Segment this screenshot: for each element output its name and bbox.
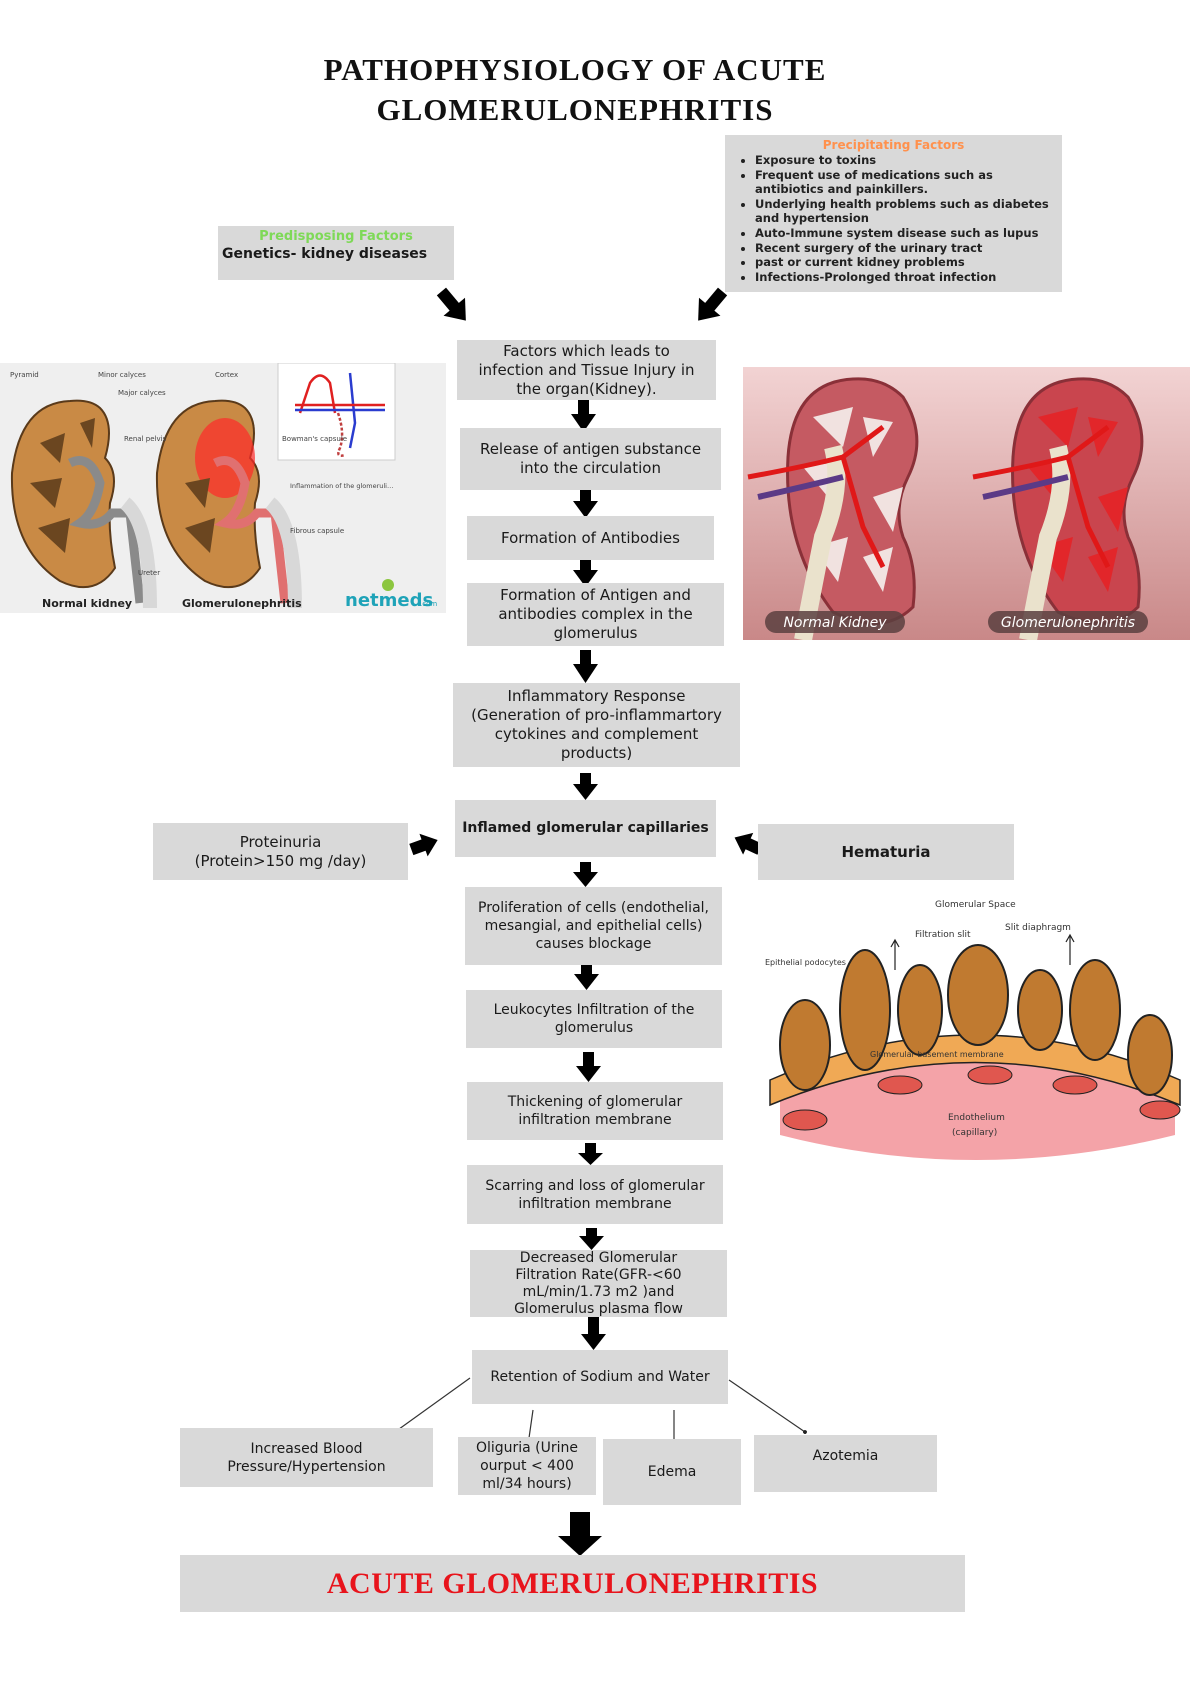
- netmeds-icon: [382, 579, 394, 591]
- caption-pill-glomerulonephritis: [988, 611, 1148, 633]
- arrow-down-7: [574, 960, 599, 990]
- flow-step-10: Scarring and loss of glomerular infiltra…: [467, 1165, 723, 1224]
- glomerular-filtration-diagram: Glomerular Space Filtration slit Slit di…: [765, 900, 1181, 1160]
- label-endothelium: Endothelium: [948, 1113, 1005, 1123]
- arrow-predisposing-to-factors: [436, 287, 466, 321]
- label-slit-diaphragm: Slit diaphragm: [1005, 923, 1071, 933]
- outcome-blood-pressure: Increased Blood Pressure/Hypertension: [180, 1428, 433, 1487]
- flow-step-2: Release of antigen substance into the ci…: [460, 428, 721, 490]
- flow-step-1: Factors which leads to infection and Tis…: [457, 340, 716, 400]
- caption-normal-kidney-3d: Normal Kidney: [783, 615, 887, 631]
- arrow-precipitating-to-factors: [698, 287, 728, 321]
- connector-to-bp: [386, 1377, 471, 1439]
- page-title-line-1: PATHOPHYSIOLOGY OF ACUTE: [323, 52, 827, 87]
- flow-step-8: Leukocytes Infiltration of the glomerulu…: [466, 990, 722, 1048]
- kidney-3d-comparison-illustration: Normal Kidney Glomerulonephritis: [743, 367, 1190, 640]
- proteinuria-box: Proteinuria (Protein>150 mg /day): [153, 823, 408, 880]
- proteinuria-label: Proteinuria: [239, 832, 322, 851]
- page-title-line-2: GLOMERULONEPHRITIS: [376, 92, 774, 127]
- label-minor-calyces: Minor calyces: [98, 371, 146, 379]
- arrow-down-1: [571, 400, 596, 432]
- arrow-down-6: [573, 862, 598, 887]
- arrow-down-8: [576, 1052, 601, 1082]
- podocytes: [779, 944, 1173, 1096]
- predisposing-factors-box: Predisposing Factors Genetics- kidney di…: [218, 226, 454, 280]
- netmeds-logo: netmeds: [345, 590, 433, 611]
- normal-kidney-drawing: [10, 399, 157, 609]
- outcome-oliguria: Oliguria (Urine ourput < 400 ml/34 hours…: [458, 1437, 596, 1495]
- label-basement-membrane: Glomerular basement membrane: [870, 1050, 1004, 1059]
- flow-step-5: Inflammatory Response (Generation of pro…: [453, 683, 740, 767]
- proteinuria-detail: (Protein>150 mg /day): [194, 851, 367, 870]
- caption-normal-kidney: Normal kidney: [42, 597, 132, 610]
- final-outcome-box: ACUTE GLOMERULONEPHRITIS: [180, 1555, 965, 1612]
- normal-kidney-3d: [747, 377, 919, 640]
- precipitating-item: Underlying health problems such as diabe…: [755, 197, 1058, 226]
- label-pyramid: Pyramid: [10, 371, 39, 379]
- caption-glomerulonephritis-3d: Glomerulonephritis: [1001, 615, 1135, 631]
- arrow-to-proteinuria: [409, 833, 438, 857]
- label-renal-pelvis: Renal pelvis: [124, 435, 167, 443]
- label-capillary: (capillary): [952, 1128, 997, 1138]
- outcome-edema: Edema: [603, 1439, 741, 1505]
- endothelial-cells: [782, 1065, 1181, 1131]
- label-bowmans-capsule: Bowman's capsule: [282, 435, 347, 443]
- label-filtration-slit: Filtration slit: [915, 930, 971, 940]
- glomerulonephritis-kidney-drawing: [155, 399, 302, 609]
- arrow-down-10: [579, 1228, 604, 1250]
- final-outcome-text: ACUTE GLOMERULONEPHRITIS: [326, 1567, 819, 1600]
- flow-step-4: Formation of Antigen and antibodies comp…: [467, 583, 724, 646]
- flow-step-12: Retention of Sodium and Water: [472, 1350, 728, 1404]
- kidney-comparison-illustration: Pyramid Minor calyces Major calyces Rena…: [0, 363, 446, 613]
- flow-step-7: Proliferation of cells (endothelial, mes…: [465, 887, 722, 965]
- label-podocytes: Epithelial podocytes: [765, 958, 846, 967]
- label-fibrous-capsule: Fibrous capsule: [290, 527, 344, 535]
- netmeds-logo-suffix: .com: [420, 600, 437, 608]
- glomerulonephritis-kidney-3d: [972, 377, 1144, 640]
- label-glomerular-space: Glomerular Space: [935, 900, 1016, 910]
- hematuria-box: Hematuria: [758, 824, 1014, 880]
- predisposing-heading: Predisposing Factors: [259, 229, 413, 244]
- arrow-down-2: [573, 487, 598, 518]
- arrow-down-9: [578, 1143, 603, 1165]
- precipitating-item: past or current kidney problems: [755, 255, 1058, 270]
- flow-step-11: Decreased Glomerular Filtration Rate(GFR…: [470, 1250, 727, 1317]
- precipitating-item: Auto-Immune system disease such as lupus: [755, 226, 1058, 241]
- precipitating-list: Exposure to toxins Frequent use of medic…: [729, 153, 1058, 284]
- flow-step-6: Inflamed glomerular capillaries: [455, 800, 716, 857]
- precipitating-item: Frequent use of medications such as anti…: [755, 168, 1058, 197]
- connector-to-azotemia: [728, 1379, 807, 1434]
- caption-glomerulonephritis: Glomerulonephritis: [182, 597, 302, 610]
- caption-pill-normal: [765, 611, 905, 633]
- outcome-azotemia: Azotemia: [754, 1435, 937, 1492]
- precipitating-item: Infections-Prolonged throat infection: [755, 270, 1058, 285]
- precipitating-item: Recent surgery of the urinary tract: [755, 241, 1058, 256]
- arrow-down-5: [573, 773, 598, 800]
- label-ureter: Ureter: [138, 569, 160, 577]
- precipitating-heading: Precipitating Factors: [822, 138, 965, 152]
- label-major-calyces: Major calyces: [118, 389, 166, 397]
- flow-step-3: Formation of Antibodies: [467, 516, 714, 560]
- arrow-down-3: [573, 556, 598, 587]
- precipitating-factors-box: Precipitating Factors Exposure to toxins…: [725, 135, 1062, 292]
- arrow-down-11: [581, 1316, 606, 1350]
- precipitating-item: Exposure to toxins: [755, 153, 1058, 168]
- flow-step-9: Thickening of glomerular infiltration me…: [467, 1082, 723, 1140]
- predisposing-text: Genetics- kidney diseases: [222, 246, 428, 262]
- arrow-down-final: [558, 1512, 602, 1556]
- arrow-down-4: [573, 650, 598, 683]
- label-cortex: Cortex: [215, 371, 238, 379]
- label-inflammation: Inflammation of the glomeruli…: [290, 482, 394, 490]
